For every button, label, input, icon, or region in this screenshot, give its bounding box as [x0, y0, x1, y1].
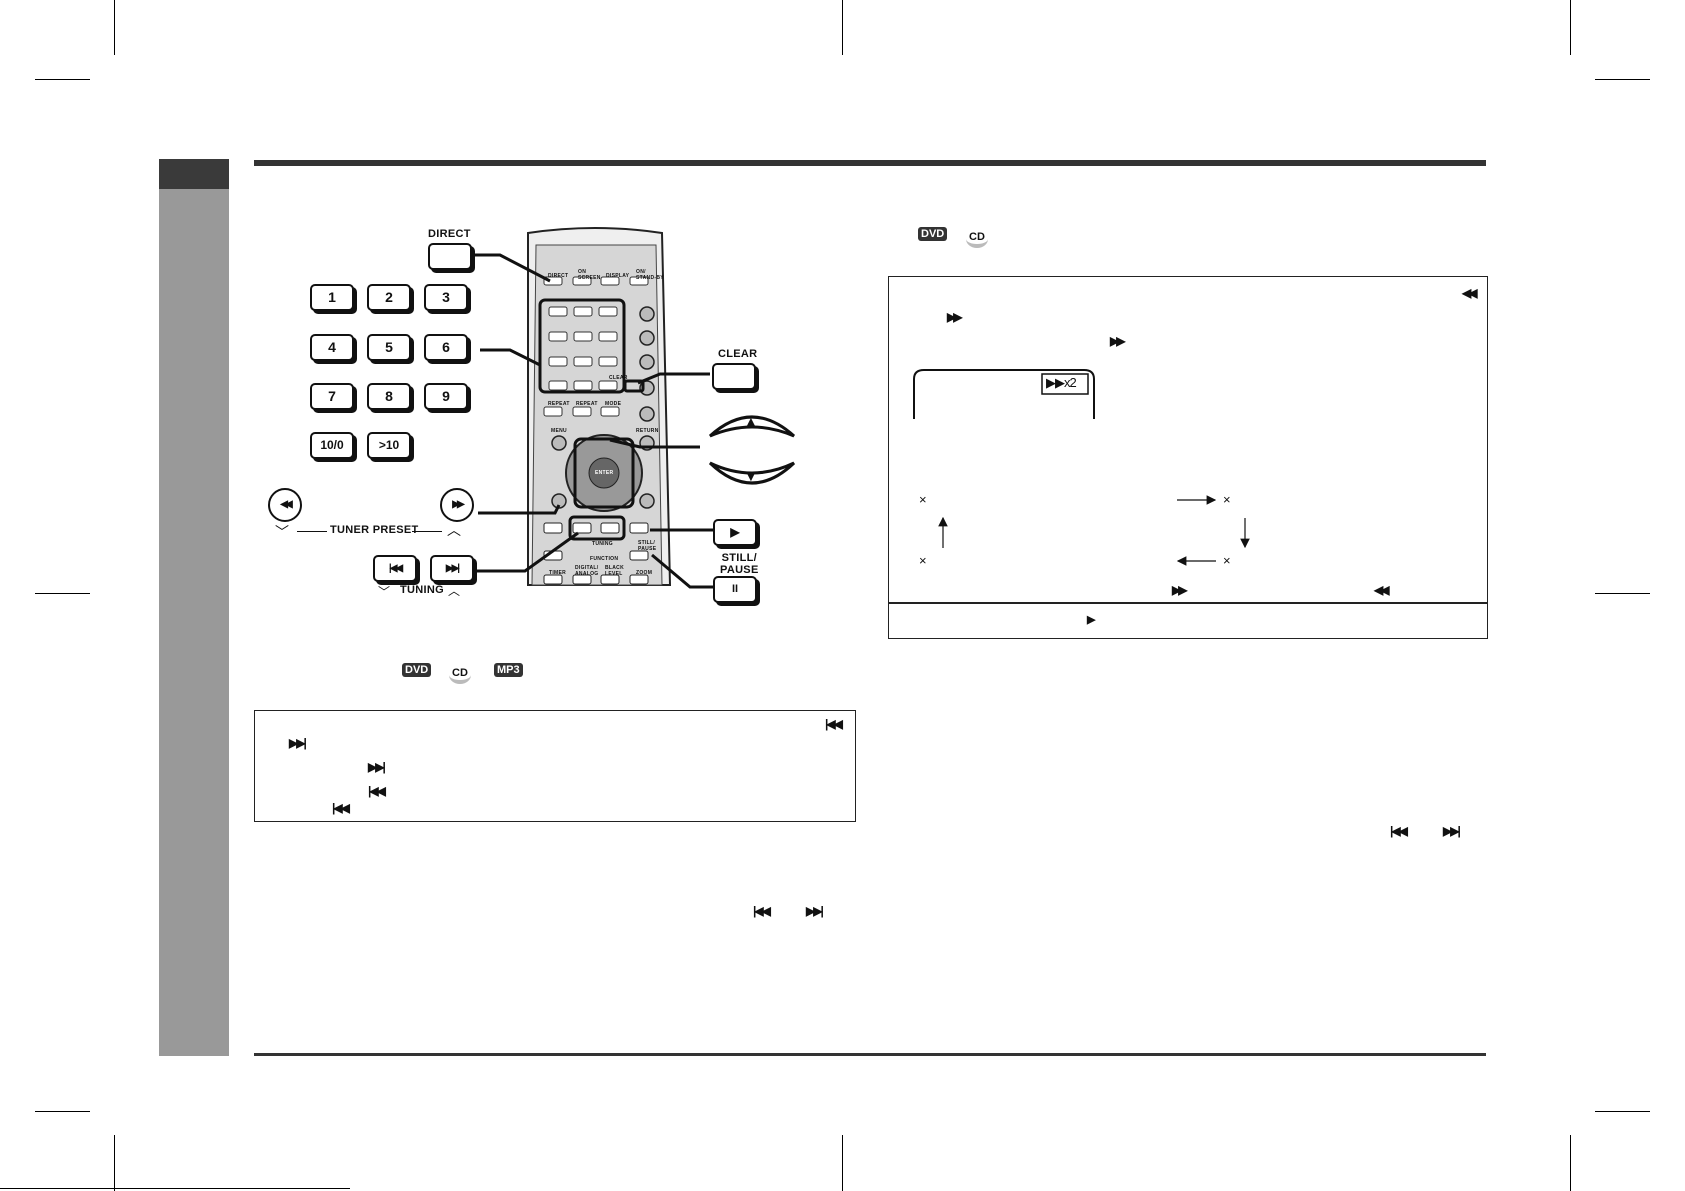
skip-prev-icon: |◀◀ — [332, 801, 350, 815]
remote-small-menu-label: MENU — [551, 428, 567, 434]
key-6[interactable]: 6 — [424, 334, 468, 361]
tv-screen-illustration — [913, 369, 1095, 419]
key-9[interactable]: 9 — [424, 383, 468, 410]
clear-label: CLEAR — [718, 348, 758, 360]
skip-next-icon: ▶▶| — [1443, 824, 1461, 838]
key-5[interactable]: 5 — [367, 334, 411, 361]
box-divider — [889, 602, 1487, 604]
play-icon: ▶ — [1087, 614, 1096, 626]
skip-prev-icon: |◀◀ — [1390, 824, 1408, 838]
rewind-button[interactable]: ◀◀ — [268, 488, 302, 522]
down-arrow-icon[interactable]: ▼ — [744, 468, 758, 484]
cross-icon: × — [919, 553, 927, 568]
crop-mark — [0, 1188, 350, 1189]
rewind-icon: ◀◀ — [1462, 286, 1478, 300]
remote-small-enter-label: ENTER — [595, 470, 614, 476]
skip-prev-button[interactable]: |◀◀ — [373, 555, 417, 582]
crop-mark — [114, 0, 115, 55]
key-7[interactable]: 7 — [310, 383, 354, 410]
section-sidebar — [159, 159, 229, 1056]
remote-small-return-label: RETURN — [636, 428, 659, 434]
skip-prev-icon: |◀◀ — [825, 717, 843, 731]
remote-small-on-standby-label: ON/ STAND-BY — [636, 269, 664, 281]
crop-mark — [35, 1111, 90, 1112]
speed-readout: ▶▶x2 — [1046, 375, 1077, 390]
key-3[interactable]: 3 — [424, 284, 468, 311]
section-tab — [159, 159, 229, 189]
tuner-preset-label: TUNER PRESET — [330, 524, 419, 536]
search-info-box — [888, 276, 1488, 639]
remote-illustration — [475, 227, 715, 589]
tuning-label: TUNING — [400, 584, 444, 596]
chevron-up-icon: ︿ — [448, 584, 461, 598]
line-divider — [297, 531, 327, 532]
fast-forward-button[interactable]: ▶▶ — [440, 488, 474, 522]
direct-button[interactable] — [428, 243, 472, 270]
crop-mark — [35, 79, 90, 80]
remote-small-black-level-label: BLACK LEVEL — [605, 565, 624, 577]
crop-mark — [114, 1135, 115, 1191]
dvd-badge: DVD — [918, 227, 948, 241]
crop-mark — [1595, 79, 1650, 80]
still-pause-label: STILL/ PAUSE — [720, 552, 759, 576]
remote-small-digital-analog-label: DIGITAL/ ANALOG — [575, 565, 599, 577]
footer-rule — [254, 1053, 1486, 1056]
crop-mark — [1595, 1111, 1650, 1112]
remote-small-display-label: DISPLAY — [606, 273, 630, 279]
fast-forward-icon: ▶▶ — [947, 310, 963, 324]
remote-small-direct-label: DIRECT — [548, 273, 569, 279]
up-arrow-icon[interactable]: ▲ — [744, 413, 758, 429]
skip-next-icon: ▶▶| — [289, 736, 307, 750]
skip-info-box — [254, 710, 856, 822]
remote-small-mode-label: MODE — [605, 401, 622, 407]
fast-forward-icon: ▶▶ — [1172, 583, 1188, 597]
crop-mark — [1570, 0, 1571, 55]
cd-badge: CD — [449, 666, 471, 684]
remote-small-still-pause-label: STILL/ PAUSE — [638, 540, 657, 552]
cursor-buttons — [708, 415, 796, 485]
direct-label: DIRECT — [428, 228, 471, 240]
line-divider — [412, 531, 442, 532]
rewind-icon: ◀◀ — [1374, 583, 1390, 597]
dvd-badge: DVD — [402, 663, 432, 677]
skip-next-icon: ▶▶| — [806, 904, 824, 918]
cd-badge: CD — [966, 230, 988, 248]
key-greater-than-10[interactable]: >10 — [367, 432, 411, 459]
fast-forward-icon: ▶▶ — [1110, 334, 1126, 348]
skip-prev-icon: |◀◀ — [368, 784, 386, 798]
cycle-arrows — [938, 495, 1250, 566]
cross-icon: × — [1223, 492, 1231, 507]
key-10-0[interactable]: 10/0 — [310, 432, 354, 459]
remote-small-zoom-label: ZOOM — [636, 570, 653, 576]
skip-next-icon: ▶▶| — [368, 760, 386, 774]
cross-icon: × — [1223, 553, 1231, 568]
chevron-down-icon: ﹀ — [275, 524, 290, 540]
mp3-badge: MP3 — [494, 663, 523, 677]
pause-button[interactable]: II — [713, 576, 757, 603]
chevron-up-icon: ︿ — [447, 522, 462, 538]
chevron-down-icon: ﹀ — [378, 585, 391, 599]
remote-small-repeat-label: REPEAT — [576, 401, 598, 407]
crop-mark — [1570, 1135, 1571, 1191]
crop-mark — [1595, 593, 1650, 594]
header-rule — [254, 160, 1486, 166]
key-1[interactable]: 1 — [310, 284, 354, 311]
remote-small-tuning-label: TUNING — [592, 541, 613, 547]
clear-button[interactable] — [712, 363, 756, 390]
key-8[interactable]: 8 — [367, 383, 411, 410]
skip-next-button[interactable]: ▶▶| — [430, 555, 474, 582]
remote-small-function-label: FUNCTION — [590, 556, 619, 562]
skip-prev-icon: |◀◀ — [753, 904, 771, 918]
key-4[interactable]: 4 — [310, 334, 354, 361]
remote-small-clear-label: CLEAR — [609, 375, 628, 381]
cross-icon: × — [919, 492, 927, 507]
crop-mark — [35, 593, 90, 594]
key-2[interactable]: 2 — [367, 284, 411, 311]
crop-mark — [842, 0, 843, 55]
remote-small-repeat-label: REPEAT — [548, 401, 570, 407]
play-button[interactable]: ▶ — [713, 519, 757, 546]
crop-mark — [842, 1135, 843, 1191]
remote-small-on-screen-label: ON SCREEN — [578, 269, 601, 281]
remote-small-timer-label: TIMER — [549, 570, 567, 576]
